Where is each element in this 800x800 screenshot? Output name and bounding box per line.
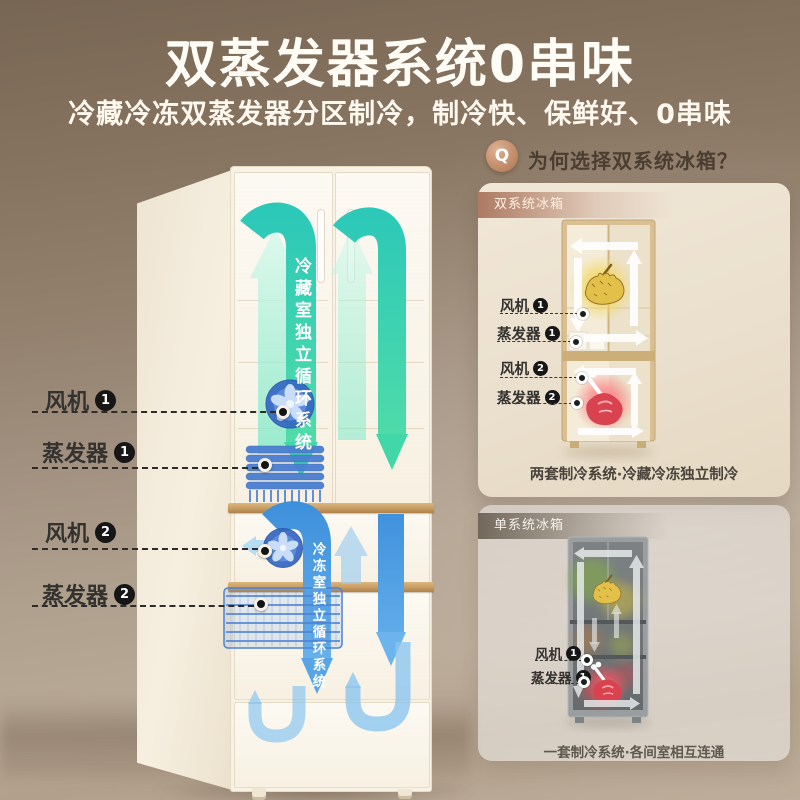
leader-dot (570, 336, 582, 348)
leader-dot (577, 308, 589, 320)
label-text: 蒸发器 (497, 327, 541, 343)
card-single-system (478, 505, 790, 761)
label-text: 蒸发器 (531, 671, 572, 687)
label-text: 风机 (535, 647, 562, 663)
page-subtitle: 冷藏冷冻双蒸发器分区制冷，制冷快、保鲜好、0串味 (68, 99, 732, 130)
shelf-line (238, 362, 328, 363)
leader-dot (258, 458, 272, 472)
door-handle (348, 210, 354, 282)
shelf-line (338, 362, 424, 363)
card1-label-evaporator-2: 蒸发器 2 (497, 387, 560, 408)
fridge-foot (252, 788, 266, 800)
leader-dot (581, 654, 593, 666)
label-text: 风机 (500, 299, 529, 315)
wood-divider-bottom (228, 582, 434, 592)
leader-dot (571, 397, 583, 409)
leader-line (531, 683, 579, 684)
leader-line (500, 377, 577, 378)
label-number-badge: 1 (95, 389, 117, 411)
leader-line (500, 313, 578, 314)
card-dual-system-caption: 两套制冷系统·冷藏冷冻独立制冷 (529, 467, 739, 483)
card-single-system-tag: 单系统冰箱 (478, 513, 669, 539)
leader-line (32, 411, 276, 413)
card-dual-system-tag: 双系统冰箱 (478, 192, 674, 218)
leader-dot (576, 372, 588, 384)
wood-divider-top (228, 503, 434, 513)
label-text: 风机 (500, 362, 529, 378)
label-number-badge: 1 (566, 645, 581, 661)
label-fan-2: 风机 2 (45, 516, 117, 548)
leader-line (32, 467, 258, 469)
shelf-line (338, 300, 424, 301)
door-handle (318, 210, 324, 282)
label-text: 蒸发器 (42, 442, 109, 467)
shelf-line (238, 428, 328, 429)
label-evaporator-1: 蒸发器 1 (42, 436, 136, 468)
leader-dot (254, 597, 268, 611)
card-single-system-caption: 一套制冷系统·各间室相互连通 (543, 745, 725, 761)
label-text: 风机 (45, 522, 90, 547)
label-text: 蒸发器 (42, 584, 109, 609)
label-number-badge: 2 (114, 583, 136, 605)
label-number-badge: 2 (533, 361, 548, 376)
leader-line (497, 341, 571, 342)
fridge-side-panel (137, 170, 232, 790)
leader-dot (578, 676, 590, 688)
leader-line (32, 548, 258, 550)
label-evaporator-2: 蒸发器 2 (42, 578, 136, 610)
card1-label-fan-1: 风机 1 (500, 295, 548, 316)
leader-line (32, 605, 254, 607)
label-number-badge: 1 (533, 298, 548, 313)
fridge-front (230, 166, 432, 792)
label-number-badge: 1 (544, 326, 560, 341)
card1-label-evaporator-1: 蒸发器 1 (497, 323, 560, 344)
label-number-badge: 2 (95, 521, 117, 543)
leader-line (535, 660, 582, 661)
shelf-line (338, 428, 424, 429)
fridge-drawer-bottom (234, 702, 430, 788)
leader-line (497, 403, 572, 404)
question-text: 为何选择双系统冰箱？ (528, 149, 738, 173)
leader-dot (276, 405, 290, 419)
label-text: 风机 (45, 390, 90, 415)
card1-label-fan-2: 风机 2 (500, 358, 548, 379)
question-icon: Q (486, 140, 518, 172)
label-text: 蒸发器 (497, 391, 541, 407)
label-number-badge: 1 (114, 441, 136, 463)
cooling-band-label: 冷藏室独立循环系统 (291, 257, 311, 455)
freezing-band-label: 冷冻室独立循环系统 (309, 541, 326, 691)
leader-dot (258, 544, 272, 558)
fridge-foot (398, 789, 412, 799)
label-number-badge: 2 (544, 390, 560, 405)
shelf-line (238, 300, 328, 301)
page-title: 双蒸发器系统0串味 (164, 35, 636, 95)
label-fan-1: 风机 1 (45, 384, 117, 416)
